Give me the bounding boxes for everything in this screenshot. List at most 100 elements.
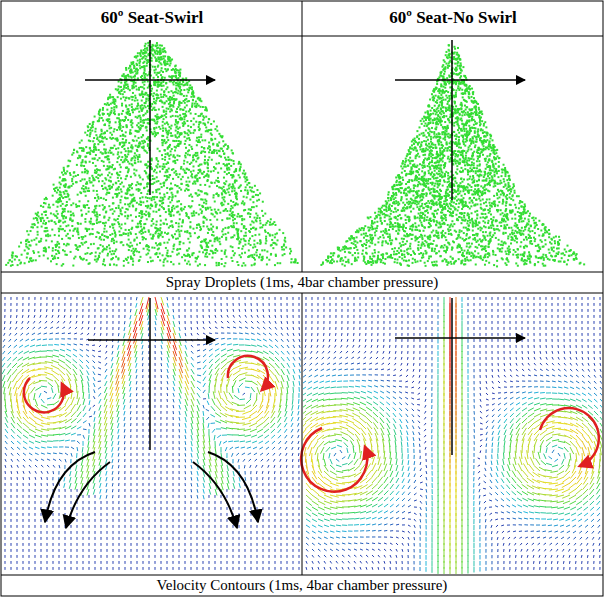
droplet xyxy=(204,161,206,163)
droplet xyxy=(209,219,211,221)
droplet xyxy=(54,255,56,257)
droplet xyxy=(122,138,124,140)
droplet xyxy=(92,185,94,187)
droplet xyxy=(175,65,177,67)
droplet xyxy=(228,163,230,165)
droplet xyxy=(97,258,99,260)
droplet xyxy=(95,134,97,136)
droplet xyxy=(179,218,181,220)
droplet xyxy=(64,230,66,232)
droplet xyxy=(159,100,161,102)
droplet xyxy=(131,103,133,105)
droplet xyxy=(131,122,133,124)
droplet xyxy=(100,129,102,131)
droplet xyxy=(194,154,196,156)
droplet xyxy=(33,239,35,241)
droplet xyxy=(162,135,164,137)
droplet xyxy=(240,166,242,168)
droplet xyxy=(159,252,161,254)
droplet xyxy=(256,220,258,222)
droplet xyxy=(108,118,110,120)
droplet xyxy=(155,44,157,46)
droplet xyxy=(120,82,122,84)
droplet xyxy=(64,172,66,174)
droplet xyxy=(213,120,215,122)
droplet xyxy=(141,136,143,138)
droplet xyxy=(26,230,28,232)
droplet xyxy=(41,226,43,228)
droplet xyxy=(241,248,243,250)
droplet xyxy=(130,242,132,244)
droplet xyxy=(119,123,121,125)
droplet xyxy=(99,236,101,238)
droplet xyxy=(143,227,145,229)
droplet xyxy=(167,162,169,164)
droplet xyxy=(171,251,173,253)
droplet xyxy=(94,157,96,159)
droplet xyxy=(195,260,197,262)
droplet xyxy=(166,122,168,124)
droplet xyxy=(82,185,84,187)
droplet xyxy=(145,43,147,45)
droplet xyxy=(167,63,169,65)
droplet xyxy=(204,255,206,257)
droplet xyxy=(193,214,195,216)
droplet xyxy=(106,192,108,194)
droplet xyxy=(200,245,202,247)
droplet xyxy=(104,123,106,125)
droplet xyxy=(107,165,109,167)
droplet xyxy=(166,86,168,88)
droplet xyxy=(204,162,206,164)
droplet xyxy=(106,231,108,233)
droplet xyxy=(128,114,130,116)
droplet xyxy=(131,126,133,128)
droplet xyxy=(274,224,276,226)
droplet xyxy=(173,75,175,77)
droplet xyxy=(84,242,86,244)
droplet xyxy=(122,244,124,246)
droplet xyxy=(157,256,159,258)
droplet xyxy=(240,190,242,192)
droplet xyxy=(145,102,147,104)
droplet xyxy=(153,81,155,83)
droplet xyxy=(176,108,178,110)
droplet xyxy=(54,221,56,223)
droplet xyxy=(146,186,148,188)
droplet xyxy=(202,106,204,108)
droplet xyxy=(102,222,104,224)
droplet xyxy=(261,249,263,251)
droplet xyxy=(116,241,118,243)
droplet xyxy=(153,81,155,83)
droplet xyxy=(5,264,7,266)
droplet xyxy=(62,218,64,220)
droplet xyxy=(93,137,95,139)
droplet xyxy=(225,144,227,146)
droplet xyxy=(159,50,161,52)
droplet xyxy=(241,218,243,220)
droplet xyxy=(141,140,143,142)
droplet xyxy=(253,191,255,193)
droplet xyxy=(50,260,52,262)
droplet xyxy=(235,192,237,194)
droplet xyxy=(107,174,109,176)
droplet xyxy=(132,260,134,262)
droplet xyxy=(20,242,22,244)
droplet xyxy=(167,139,169,141)
droplet xyxy=(109,251,111,253)
droplet xyxy=(217,177,219,179)
droplet xyxy=(180,208,182,210)
droplet xyxy=(95,128,97,130)
droplet xyxy=(128,239,130,241)
droplet xyxy=(190,235,192,237)
droplet xyxy=(254,246,256,248)
droplet xyxy=(118,186,120,188)
droplet xyxy=(61,172,63,174)
droplet xyxy=(115,248,117,250)
droplet xyxy=(112,250,114,252)
droplet xyxy=(37,231,39,233)
droplet xyxy=(173,263,175,265)
droplet xyxy=(239,254,241,256)
droplet xyxy=(157,148,159,150)
droplet xyxy=(198,115,200,117)
droplet xyxy=(233,222,235,224)
